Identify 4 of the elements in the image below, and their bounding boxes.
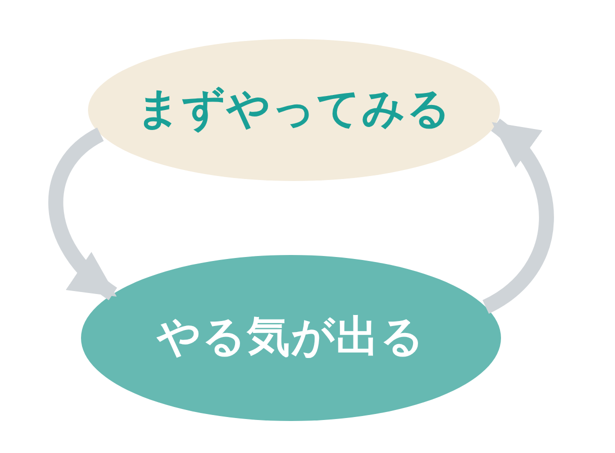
node-label: まずやってみる bbox=[136, 83, 452, 136]
node-label: やる気が出る bbox=[157, 311, 425, 364]
curved-arrow bbox=[482, 119, 554, 314]
curved-arrow bbox=[48, 128, 118, 300]
